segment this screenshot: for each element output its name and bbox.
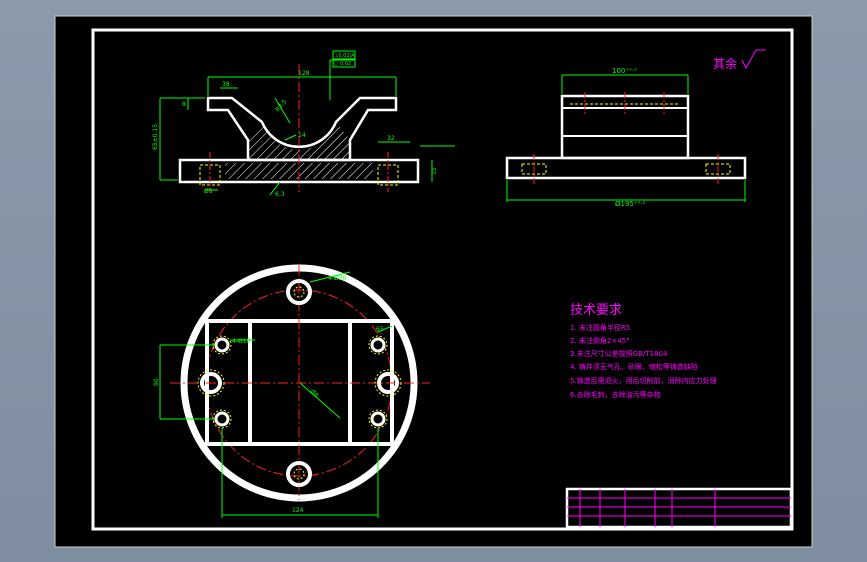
saddle-hatch-right — [299, 122, 350, 160]
plan-view: 4-Ø20 4-Ø10 90 124 65 Ø8 — [153, 264, 430, 518]
notes-title: 技术要求 — [570, 303, 622, 318]
paper-sheet — [54, 15, 813, 548]
note-item-2: 2. 未注倒角2×45° — [570, 336, 630, 345]
note-item-1: 1. 未注圆角半径R5 — [570, 323, 630, 332]
roughness-note: 其余 — [713, 56, 737, 71]
callout-line-1: ⊥0.02|A — [334, 53, 355, 59]
callout-line-2: ○ 0.02 — [334, 61, 351, 67]
plan-dim-diameter: Ø8 — [309, 388, 320, 399]
front-view: 128 38 R3.5 8 65±0.15 14 32 15 Ø5 6.3 ⊥0… — [152, 50, 455, 198]
note-item-6: 6.去除毛刺，去除油污等杂物 — [570, 390, 661, 399]
plan-dim-left-holes: 4-Ø10 — [232, 338, 251, 345]
plan-dim-spacing: 65 — [376, 326, 384, 333]
dim-throat: 14 — [298, 132, 306, 139]
drawing-border — [91, 28, 794, 531]
hole-left — [200, 372, 222, 394]
side-dim-top: 100⁺⁰·² — [612, 67, 637, 75]
dim-base-thk: 15 — [431, 167, 438, 175]
technical-notes: 技术要求 1. 未注圆角半径R5 2. 未注倒角2×45° 3.未注尺寸公差按照… — [570, 303, 717, 399]
hole-small-tl — [214, 337, 230, 353]
note-item-5: 5.铸造后需退火，用后切削前，消除内应力处理 — [570, 376, 717, 385]
side-view: 100⁺⁰·² Ø195⁺⁰·² 其余 — [505, 49, 766, 208]
dim-bottom: 6.3 — [275, 191, 285, 198]
dim-slot: 32 — [387, 135, 395, 142]
note-item-3: 3.未注尺寸公差按照GB/T1804 — [570, 349, 668, 358]
front-base-hatch — [225, 163, 373, 179]
plan-dim-height: 90 — [153, 378, 160, 386]
dim-hole-left: Ø5 — [204, 188, 213, 195]
hole-top — [286, 279, 312, 305]
dim-left-thk: 8 — [182, 101, 186, 108]
dim-top-width: 128 — [298, 70, 310, 77]
roughness-symbol — [741, 49, 766, 70]
hole-small-br — [370, 411, 386, 427]
dim-height: 65±0.15 — [152, 124, 159, 150]
hole-bottom — [286, 461, 312, 487]
hole-small-tr — [370, 337, 386, 353]
title-block — [565, 487, 793, 529]
note-item-4: 4. 铸件须无气孔、砂眼、缩松等铸造缺陷 — [570, 362, 698, 371]
saddle-hatch — [248, 122, 299, 160]
plan-dim-width: 124 — [292, 507, 304, 514]
plan-dim-top-holes: 4-Ø20 — [328, 275, 347, 282]
hole-small-bl — [214, 411, 230, 427]
side-dim-base: Ø195⁺⁰·² — [615, 200, 646, 208]
hole-right — [377, 372, 399, 394]
dim-left-angle: 38 — [222, 81, 230, 88]
